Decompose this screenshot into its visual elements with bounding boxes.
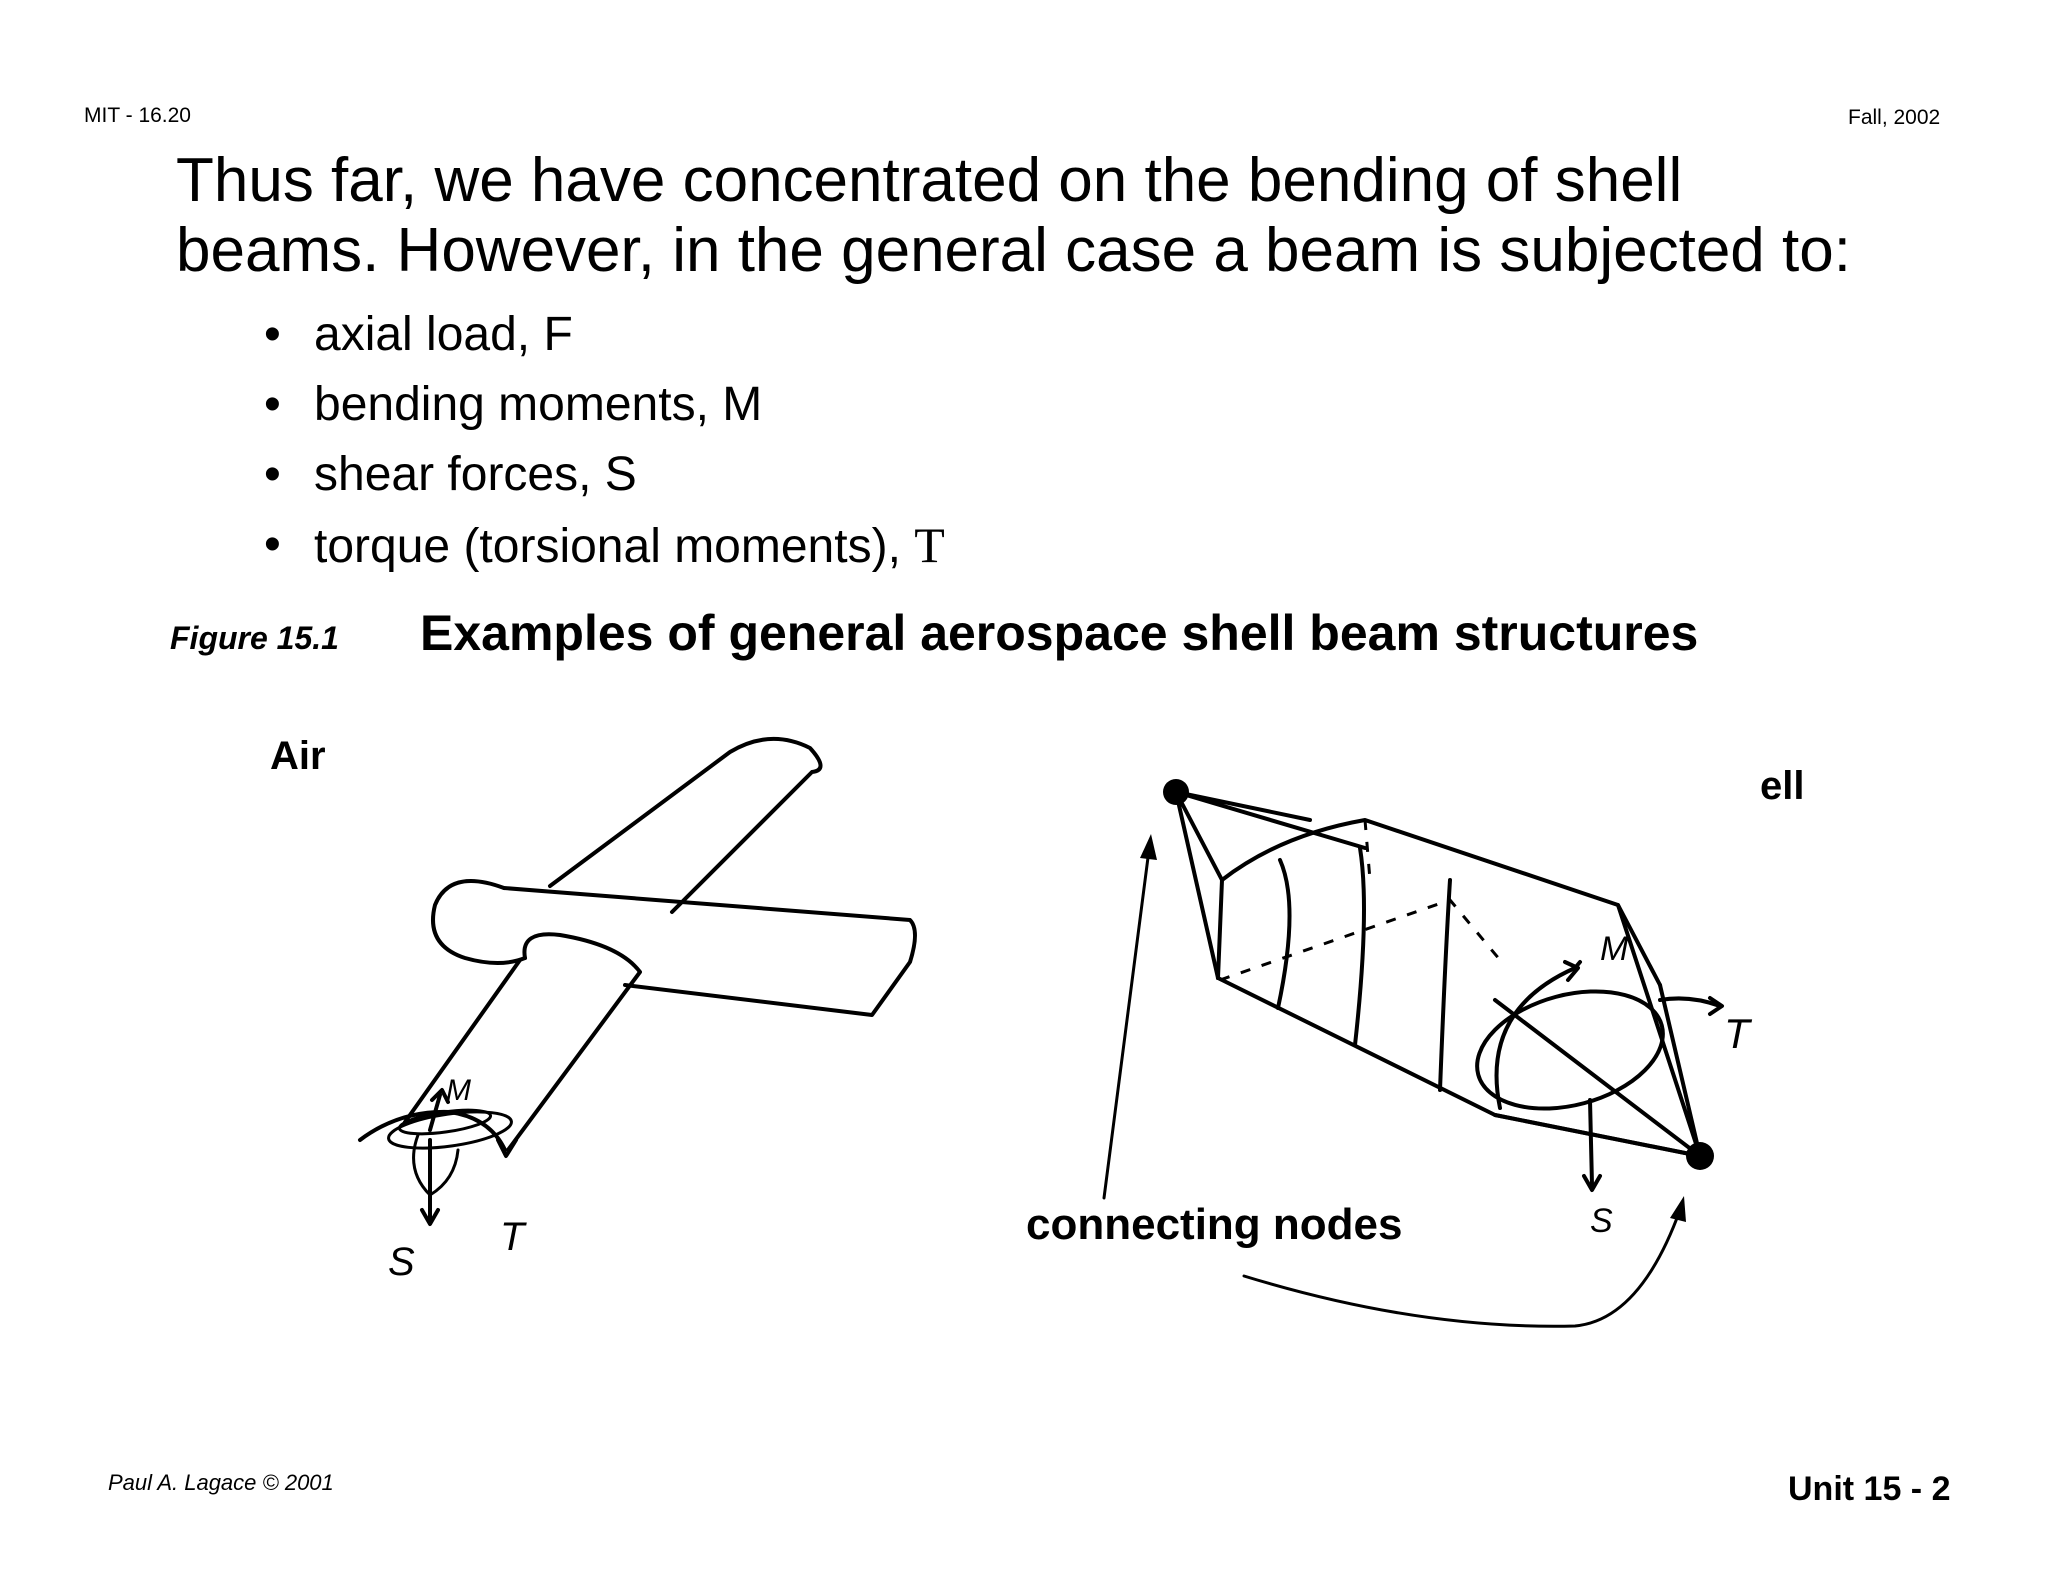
- intro-line-2: beams. However, in the general case a be…: [176, 216, 1851, 285]
- list-item: • shear forces, S: [264, 440, 945, 510]
- list-item-text: shear forces, S: [314, 448, 637, 501]
- figure-number: Figure 15.1: [170, 620, 339, 656]
- node-callout-arrow-left: [1102, 840, 1152, 1200]
- shell-torque-label: T: [1724, 1010, 1753, 1057]
- shell-shear-label: S: [1590, 1202, 1613, 1240]
- intro-paragraph: Thus far, we have concentrated on the be…: [176, 146, 1851, 286]
- bullet-icon: •: [264, 448, 281, 501]
- list-item: • axial load, F: [264, 300, 945, 370]
- list-item-text: axial load, F: [314, 308, 573, 361]
- node-callout-arrow-right: [1242, 1208, 1682, 1328]
- course-id: MIT - 16.20: [84, 104, 191, 127]
- list-item-text: torque (torsional moments),: [314, 520, 915, 573]
- connecting-nodes-label: connecting nodes: [1026, 1200, 1403, 1249]
- aircraft-shear-label: S: [388, 1240, 415, 1284]
- list-item: • torque (torsional moments), T: [264, 510, 945, 582]
- term: Fall, 2002: [1848, 106, 1941, 129]
- intro-line-1: Thus far, we have concentrated on the be…: [176, 146, 1683, 215]
- shell-moment-label: M: [1600, 930, 1629, 968]
- figure-title: Examples of general aerospace shell beam…: [420, 605, 1699, 661]
- bullet-icon: •: [264, 308, 281, 361]
- unit-page-number: Unit 15 - 2: [1788, 1470, 1951, 1508]
- list-item: • bending moments, M: [264, 370, 945, 440]
- bullet-icon: •: [264, 378, 281, 431]
- aircraft-sketch: [358, 737, 917, 1226]
- bullet-icon: •: [264, 518, 281, 571]
- aircraft-moment-label: M: [446, 1074, 471, 1107]
- aircraft-torque-label: T: [500, 1215, 527, 1259]
- load-types-list: • axial load, F • bending moments, M • shea…: [264, 300, 945, 582]
- torque-symbol: T: [914, 517, 945, 573]
- list-item-text: bending moments, M: [314, 378, 763, 431]
- shell-label-fragment: ell: [1760, 764, 1805, 808]
- aircraft-label-fragment: Air: [270, 734, 326, 778]
- shell-sketch: [1163, 779, 1724, 1192]
- author-credit: Paul A. Lagace © 2001: [108, 1470, 334, 1495]
